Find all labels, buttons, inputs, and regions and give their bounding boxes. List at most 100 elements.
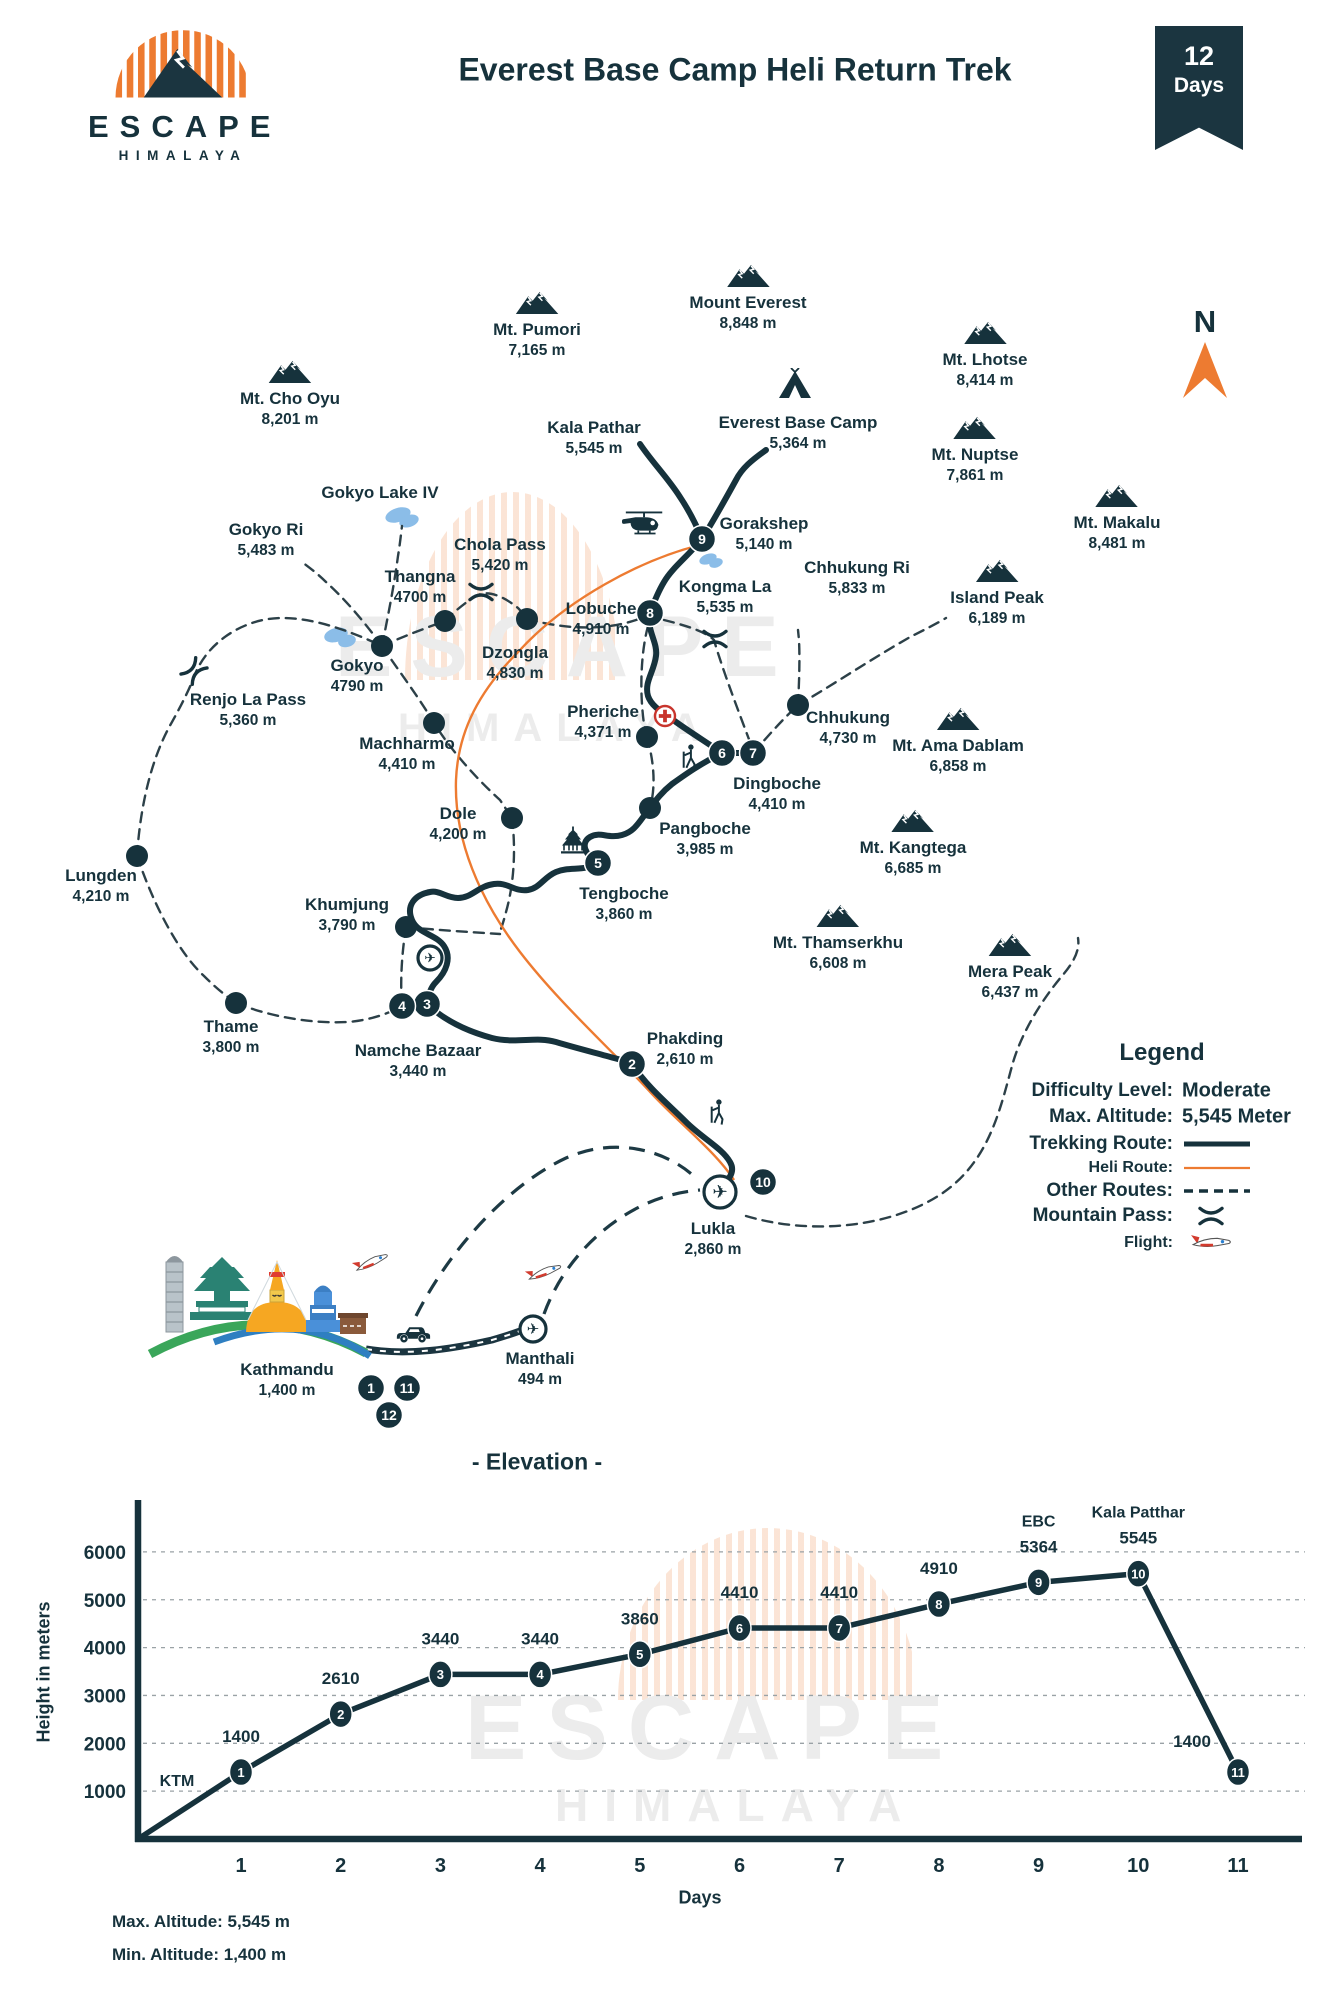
svg-text:4: 4 [535, 1855, 547, 1877]
svg-text:4000: 4000 [84, 1639, 126, 1660]
svg-text:7: 7 [749, 745, 757, 761]
day-node-2: 2 [617, 1049, 647, 1079]
other-routes-dashed [135, 524, 1080, 1228]
chart-point-value: 3860 [621, 1609, 659, 1628]
legend-row-label: Trekking Route: [1029, 1133, 1173, 1154]
legend-row-label: Flight: [1124, 1234, 1173, 1251]
svg-text:3000: 3000 [84, 1686, 126, 1707]
page-title: Everest Base Camp Heli Return Trek [458, 51, 1012, 88]
chart-point-value: 1400 [222, 1727, 260, 1746]
route-stop-node [225, 992, 247, 1014]
chart-point-name: EBC [1022, 1513, 1056, 1530]
legend-row-label: Heli Route: [1088, 1159, 1173, 1176]
chart-day-node-7: 7 [826, 1613, 852, 1643]
watermark-escape: ESCAPE [465, 1677, 964, 1779]
chart-day-node-8: 8 [926, 1589, 952, 1619]
svg-text:5: 5 [634, 1855, 645, 1877]
legend-row-label: Mountain Pass: [1032, 1205, 1173, 1226]
svg-text:6: 6 [736, 1621, 743, 1636]
route-stop-node [434, 610, 456, 632]
route-stop-node [126, 845, 148, 867]
chart-point-value: 1400 [1173, 1732, 1211, 1751]
svg-text:10: 10 [1131, 1566, 1145, 1581]
chart-day-node-3: 3 [428, 1660, 453, 1689]
chart-day-node-4: 4 [527, 1660, 553, 1689]
route-stop-node [787, 694, 809, 716]
chart-max-altitude-note: Max. Altitude: 5,545 m [112, 1912, 290, 1931]
svg-text:3: 3 [435, 1855, 446, 1877]
svg-text:1: 1 [235, 1855, 246, 1877]
svg-text:4: 4 [398, 998, 406, 1014]
hiker-icon [710, 1098, 724, 1126]
chart-day-node-10: 10 [1126, 1559, 1151, 1588]
svg-text:✈: ✈ [712, 1181, 727, 1202]
legend-row-value [1182, 1178, 1254, 1204]
chart-point-value: 3440 [421, 1629, 459, 1648]
day-node-11: 11 [392, 1373, 422, 1403]
chart-point-value: 4410 [820, 1583, 858, 1602]
kathmandu-skyline-illustration [147, 1256, 372, 1359]
svg-text:✈: ✈ [424, 951, 436, 966]
monastery-stupa-icon [560, 826, 586, 854]
svg-text:5000: 5000 [84, 1591, 126, 1612]
svg-text:5: 5 [636, 1647, 643, 1662]
ebc-tent-icon [778, 368, 812, 399]
medical-cross-icon [653, 704, 677, 728]
chart-day-node-1: 1 [228, 1757, 254, 1787]
manthali-airport-icon: ✈ [518, 1314, 548, 1344]
chart-day-node-2: 2 [328, 1699, 353, 1729]
heli-route [454, 543, 736, 1181]
legend-row-label: Max. Altitude: [1049, 1106, 1173, 1127]
route-stop-node [423, 712, 445, 734]
day-node-7: 7 [738, 738, 768, 768]
legend-row-value [1182, 1155, 1254, 1181]
logo-subtext: HIMALAYA [118, 148, 248, 163]
svg-text:11: 11 [400, 1380, 415, 1396]
legend-row-value: 5,545 Meter [1182, 1105, 1291, 1128]
duration-unit: Days [1173, 74, 1225, 97]
svg-text:11: 11 [1227, 1855, 1248, 1877]
svg-text:8: 8 [646, 605, 654, 621]
chart-point-value: 2610 [322, 1669, 360, 1688]
day-node-10: 10 [748, 1167, 778, 1197]
day-node-8: 8 [635, 598, 665, 628]
svg-text:6: 6 [718, 745, 726, 761]
route-stop-node [639, 797, 661, 819]
escape-himalaya-logo: ESCAPE HIMALAYA [88, 22, 278, 163]
svg-text:1000: 1000 [84, 1782, 126, 1803]
svg-text:1: 1 [367, 1380, 375, 1396]
chart-day-node-9: 9 [1026, 1568, 1051, 1597]
chart-day-node-5: 5 [627, 1640, 653, 1669]
route-stop-node [516, 608, 538, 630]
svg-text:8: 8 [935, 1597, 942, 1612]
day-node-9: 9 [687, 524, 717, 554]
road [365, 1327, 522, 1356]
chart-y-axis-label: Height in meters [33, 1601, 54, 1743]
mountain-pass-icon [468, 582, 494, 602]
svg-text:N: N [1194, 304, 1216, 339]
trekking-route [407, 441, 769, 1189]
svg-text:11: 11 [1231, 1765, 1245, 1780]
route-stop-node [636, 726, 658, 748]
legend-row-value: Moderate [1182, 1079, 1271, 1102]
svg-text:2: 2 [628, 1056, 636, 1072]
svg-text:3: 3 [437, 1667, 444, 1682]
syangboche-airstrip-icon: ✈ [416, 944, 444, 972]
svg-text:1: 1 [237, 1765, 244, 1780]
svg-text:2000: 2000 [84, 1734, 126, 1755]
svg-text:10: 10 [755, 1174, 771, 1190]
svg-text:10: 10 [1127, 1855, 1149, 1877]
day-node-3: 3 [412, 989, 442, 1019]
day-node-5: 5 [583, 848, 613, 878]
svg-text:6: 6 [734, 1855, 745, 1877]
duration-value: 12 [1183, 41, 1215, 71]
chart-day-node-6: 6 [727, 1613, 752, 1643]
legend-row-label: Difficulty Level: [1031, 1080, 1173, 1101]
chart-day-node-11: 11 [1225, 1757, 1251, 1787]
day-node-12: 12 [374, 1400, 404, 1430]
svg-text:2: 2 [337, 1707, 344, 1722]
